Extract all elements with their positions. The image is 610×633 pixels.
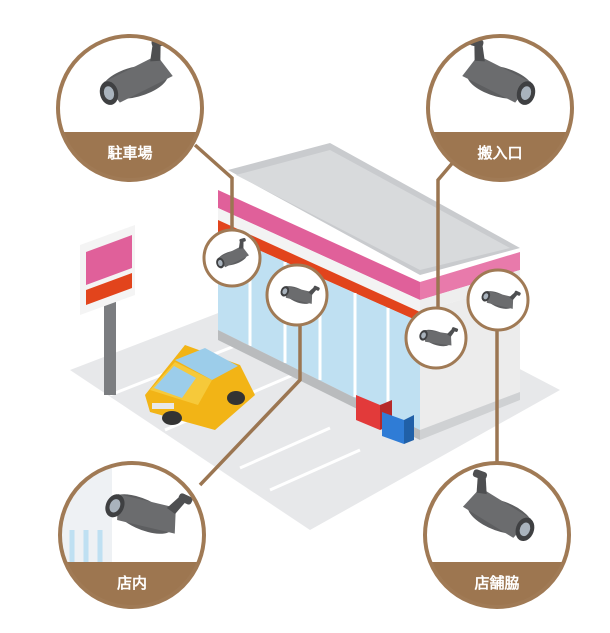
callout-inside: 店内 xyxy=(58,461,206,609)
callout-loading: 搬入口 xyxy=(426,34,574,182)
label-inside: 店内 xyxy=(117,574,147,592)
callout-parking: 駐車場 xyxy=(56,34,204,182)
vending-boxes xyxy=(356,395,414,444)
label-storefront: 店舗脇 xyxy=(474,574,519,592)
callout-storefront: 店舗脇 xyxy=(423,461,571,609)
callout-ring-parking-cam xyxy=(202,228,262,288)
pole-sign xyxy=(80,225,135,395)
callout-ring-storefront-cam xyxy=(466,268,530,332)
label-loading: 搬入口 xyxy=(477,144,522,162)
label-parking: 駐車場 xyxy=(107,144,152,162)
yellow-car xyxy=(145,345,255,430)
callout-ring-inside-cam xyxy=(265,263,329,327)
callout-ring-loading-cam xyxy=(404,306,468,370)
connector-lines xyxy=(193,143,499,487)
